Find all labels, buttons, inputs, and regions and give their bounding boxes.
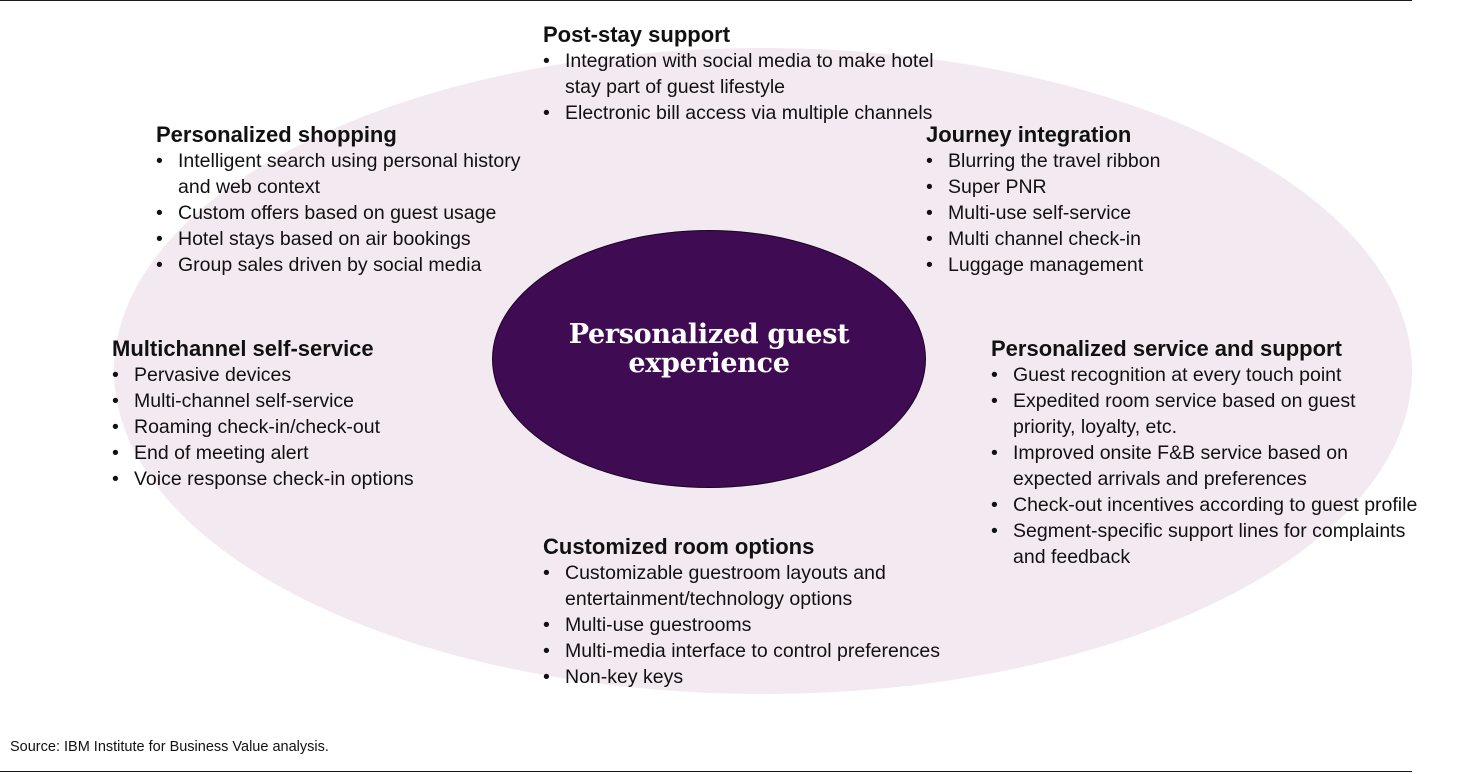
item-text: Improved onsite F&B service based on exp… <box>1013 442 1348 490</box>
block-title: Post-stay support <box>543 22 731 47</box>
item-text: Customizable guestroom layouts and enter… <box>565 562 886 610</box>
bullet-icon: • <box>926 150 933 172</box>
list-item: • Voice response check-in options <box>112 466 472 492</box>
item-text: Guest recognition at every touch point <box>1013 364 1342 386</box>
item-text: Pervasive devices <box>134 364 292 386</box>
bullet-list: •Guest recognition at every touch point … <box>991 362 1421 570</box>
item-text: Hotel stays based on air bookings <box>178 228 471 250</box>
bullet-icon: • <box>926 202 933 224</box>
journey-integration-block: Journey integration • Blurring the travel… <box>926 122 1256 278</box>
list-item: • Super PNR <box>926 174 1256 200</box>
list-item: • Guest recognition at every touch point <box>991 362 1421 388</box>
item-text: Multi channel check-in <box>948 228 1141 250</box>
bullet-icon: • <box>991 494 998 516</box>
bullet-icon: • <box>543 666 550 688</box>
bullet-icon: • <box>926 254 933 276</box>
item-text: Electronic bill access via multiple chan… <box>565 102 933 124</box>
list-item: • Roaming check-in/check-out <box>112 414 472 440</box>
list-item: • Non-key keys <box>543 664 943 690</box>
list-item: • Hotel stays based on air bookings <box>156 226 546 252</box>
item-text: Intelligent search using personal histor… <box>178 150 521 198</box>
center-ellipse: Personalized guest experience <box>492 230 926 488</box>
bullet-list: • Integration with social media to make h… <box>543 48 943 126</box>
bullet-icon: • <box>543 50 550 72</box>
list-item: • Multi channel check-in <box>926 226 1256 252</box>
item-text: Check-out incentives according to guest … <box>1013 494 1418 516</box>
list-item: • End of meeting alert <box>112 440 472 466</box>
bullet-list: • Blurring the travel ribbon • Super PNR •… <box>926 148 1256 278</box>
list-item: • Improved onsite F&B service based on ex… <box>991 440 1421 492</box>
block-title: Customized room options <box>543 534 815 559</box>
item-text: End of meeting alert <box>134 442 309 464</box>
list-item: • Multi-use guestrooms <box>543 612 943 638</box>
list-item: • Multi-media interface to control prefer… <box>543 638 943 664</box>
list-item: • Multi-use self-service <box>926 200 1256 226</box>
list-item: • Segment-specific support lines for comp… <box>991 518 1421 570</box>
bullet-icon: • <box>991 442 998 464</box>
list-item: • Check-out incentives according to guest… <box>991 492 1421 518</box>
bullet-icon: • <box>926 228 933 250</box>
bullet-icon: • <box>112 442 119 464</box>
bullet-icon: • <box>991 390 998 412</box>
item-text: Luggage management <box>948 254 1144 276</box>
item-text: Roaming check-in/check-out <box>134 416 381 438</box>
list-item: • Pervasive devices <box>112 362 472 388</box>
source-note: Source: IBM Institute for Business Value… <box>10 739 329 755</box>
bullet-icon: • <box>112 468 119 490</box>
list-item: • Expedited room service based on guest p… <box>991 388 1421 440</box>
bullet-list: • Intelligent search using personal histo… <box>156 148 546 278</box>
block-title: Personalized service and support <box>991 336 1342 361</box>
block-title: Journey integration <box>926 122 1132 147</box>
item-text: Multi-use guestrooms <box>565 614 752 636</box>
personalized-service-support-block: Personalized service and support • Guest … <box>991 336 1421 570</box>
top-rule <box>0 0 1412 1</box>
bullet-icon: • <box>543 640 550 662</box>
item-text: Integration with social media to make ho… <box>565 50 934 98</box>
list-item: • Integration with social media to make h… <box>543 48 943 100</box>
bullet-icon: • <box>112 416 119 438</box>
multichannel-self-service-block: Multichannel self-service • Pervasive dev… <box>112 336 472 492</box>
bullet-icon: • <box>156 254 163 276</box>
item-text: Segment-specific support lines for compl… <box>1013 520 1406 568</box>
list-item: • Custom offers based on guest usage <box>156 200 546 226</box>
list-item: • Group sales driven by social media <box>156 252 546 278</box>
list-item: • Blurring the travel ribbon <box>926 148 1256 174</box>
bottom-rule <box>0 771 1412 772</box>
item-text: Multi-media interface to control prefere… <box>565 640 941 662</box>
list-item: • Customizable guestroom layouts and ente… <box>543 560 943 612</box>
item-text: Multi-use self-service <box>948 202 1132 224</box>
bullet-icon: • <box>543 614 550 636</box>
item-text: Blurring the travel ribbon <box>948 150 1161 172</box>
bullet-icon: • <box>991 520 998 542</box>
item-text: Non-key keys <box>565 666 684 688</box>
personalized-shopping-block: Personalized shopping • Intelligent searc… <box>156 122 546 278</box>
bullet-icon: • <box>112 390 119 412</box>
bullet-icon: • <box>112 364 119 386</box>
bullet-list: • Customizable guestroom layouts and ente… <box>543 560 943 690</box>
item-text: Expedited room service based on guest pr… <box>1013 390 1356 438</box>
block-title: Personalized shopping <box>156 122 397 147</box>
list-item: • Luggage management <box>926 252 1256 278</box>
post-stay-support-block: Post-stay support • Integration with soci… <box>543 22 943 126</box>
center-title: Personalized guest experience <box>568 319 850 379</box>
customized-room-options-block: Customized room options • Customizable gu… <box>543 534 943 690</box>
list-item: • Intelligent search using personal histo… <box>156 148 546 200</box>
item-text: Super PNR <box>948 176 1047 198</box>
list-item: • Multi-channel self-service <box>112 388 472 414</box>
bullet-icon: • <box>156 202 163 224</box>
bullet-icon: • <box>543 562 550 584</box>
item-text: Custom offers based on guest usage <box>178 202 497 224</box>
bullet-icon: • <box>991 364 998 386</box>
bullet-list: • Pervasive devices • Multi-channel self-s… <box>112 362 472 492</box>
bullet-icon: • <box>156 228 163 250</box>
item-text: Multi-channel self-service <box>134 390 354 412</box>
block-title: Multichannel self-service <box>112 336 374 361</box>
item-text: Group sales driven by social media <box>178 254 482 276</box>
item-text: Voice response check-in options <box>134 468 414 490</box>
bullet-icon: • <box>156 150 163 172</box>
bullet-icon: • <box>926 176 933 198</box>
list-item: • Electronic bill access via multiple cha… <box>543 100 943 126</box>
bullet-icon: • <box>543 102 550 124</box>
